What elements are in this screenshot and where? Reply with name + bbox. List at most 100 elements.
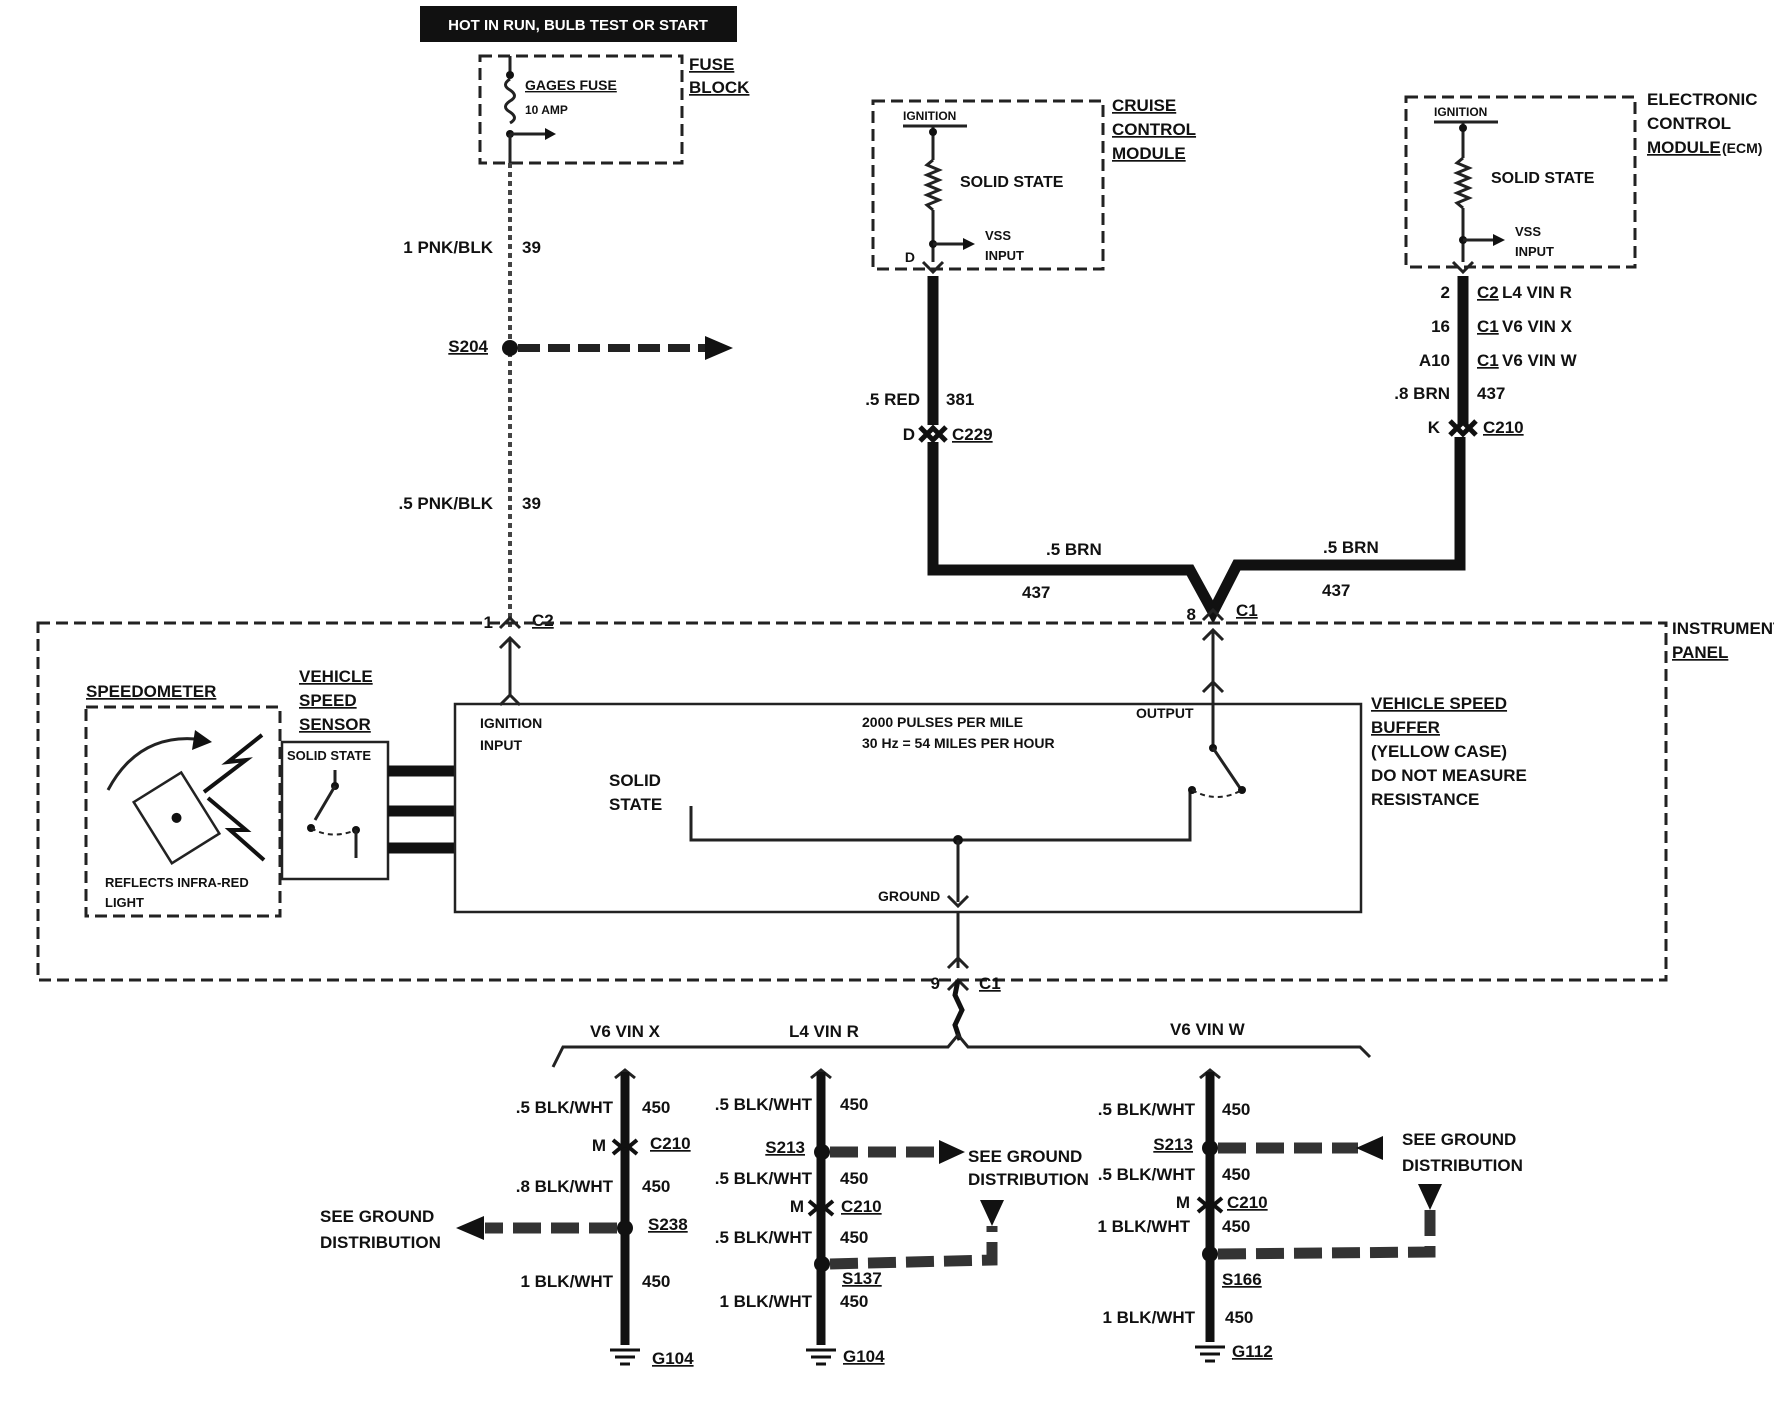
ecm-label-1: ELECTRONIC <box>1647 90 1758 109</box>
feed-wire-39: 1 PNK/BLK 39 S204 .5 PNK/BLK 39 1 C2 <box>399 163 733 707</box>
buffer-note-3: RESISTANCE <box>1371 790 1479 809</box>
c1-connector-bottom: C1 <box>979 974 1001 993</box>
cruise-label-2: CONTROL <box>1112 120 1196 139</box>
resistor-icon <box>1453 156 1473 210</box>
arrow-icon <box>1418 1184 1442 1210</box>
ground-branch-v6-vin-w: .5 BLK/WHT 450 S213 SEE GROUND DISTRIBUT… <box>1097 1068 1523 1363</box>
b3-conn-pin: M <box>1176 1193 1190 1212</box>
splice-s204-label: S204 <box>448 337 488 356</box>
vss-solid-state: SOLID STATE <box>287 748 371 763</box>
arrow-icon <box>939 1140 965 1164</box>
cruise-module-outline <box>871 99 1105 271</box>
ecm-solid-state: SOLID STATE <box>1491 170 1595 187</box>
b2-splice-b: S137 <box>842 1269 882 1288</box>
vss-label-3: SENSOR <box>299 715 371 734</box>
arrow-icon <box>545 128 556 140</box>
buffer-ignition-1: IGNITION <box>480 715 542 731</box>
b3-w3-circ: 450 <box>1222 1217 1250 1236</box>
feed-upper-size: 1 PNK/BLK <box>403 238 493 257</box>
b2-w1-circ: 450 <box>840 1095 868 1114</box>
connector-icon <box>918 425 948 444</box>
b1-conn-pin: M <box>592 1136 606 1155</box>
feed-lower-circuit: 39 <box>522 494 541 513</box>
buffer-ignition-2: INPUT <box>480 737 522 753</box>
b3-splice-b: S166 <box>1222 1270 1262 1289</box>
vss-output-wiring: .5 RED 381 D C229 2 C2 L4 VIN R 16 C1 V6… <box>865 276 1578 700</box>
infra-red-icon <box>202 733 264 794</box>
cruise-wire-size: .5 RED <box>865 390 920 409</box>
c229-connector: C229 <box>952 425 993 444</box>
b1-w3-size: 1 BLK/WHT <box>520 1272 613 1291</box>
speedometer-note-2: LIGHT <box>105 895 144 910</box>
ground-out: 9 C1 V6 VIN X L4 VIN R V6 VIN W <box>551 912 1372 1068</box>
ecm-conn-2: C1 <box>1477 317 1499 336</box>
switch-icon <box>1211 747 1242 789</box>
ground-symbol-icon <box>806 1348 836 1366</box>
ecm-label-3b: (ECM) <box>1722 140 1762 156</box>
b1-w3-circ: 450 <box>642 1272 670 1291</box>
ecm-pin-3: A10 <box>1419 351 1450 370</box>
b3-see-2: DISTRIBUTION <box>1402 1156 1523 1175</box>
connector-icon <box>1448 419 1478 438</box>
fuse-name: GAGES FUSE <box>525 77 617 93</box>
ecm-ignition: IGNITION <box>1434 105 1487 119</box>
cruise-pin: D <box>905 249 915 265</box>
speedometer-outline <box>84 705 282 918</box>
b2-connector: C210 <box>841 1197 882 1216</box>
ecm-wire-size: .8 BRN <box>1394 384 1450 403</box>
connector-icon <box>807 1199 835 1214</box>
feed-lower-size: .5 PNK/BLK <box>399 494 494 513</box>
cruise-label-1: CRUISE <box>1112 96 1176 115</box>
connector-icon <box>1201 607 1225 622</box>
feed-upper-circuit: 39 <box>522 238 541 257</box>
c1-connector-top: C1 <box>1236 601 1258 620</box>
arrow-icon <box>963 238 975 250</box>
ecm: IGNITION SOLID STATE VSS INPUT ELECTRONI… <box>1404 90 1762 275</box>
fuse-icon <box>504 77 516 125</box>
buffer-outline <box>453 702 1363 914</box>
b2-w4-size: 1 BLK/WHT <box>719 1292 812 1311</box>
arrow-icon <box>705 336 733 360</box>
buffer-ground: GROUND <box>878 888 940 904</box>
b3-w2-size: .5 BLK/WHT <box>1098 1165 1196 1184</box>
buffer-spec-2: 30 Hz = 54 MILES PER HOUR <box>862 735 1055 751</box>
connector-icon <box>611 1138 639 1153</box>
splice-s166 <box>1202 1246 1218 1262</box>
cruise-vss-2: INPUT <box>985 248 1024 263</box>
ecm-wire-circuit: 437 <box>1477 384 1505 403</box>
instrument-panel-outline <box>36 621 1668 982</box>
ground-symbol-icon <box>1195 1345 1225 1363</box>
ecm-outline <box>1404 95 1637 269</box>
speedometer-note-1: REFLECTS INFRA-RED <box>105 875 249 890</box>
brn-right-circuit: 437 <box>1322 581 1350 600</box>
buffer-note-2: DO NOT MEASURE <box>1371 766 1527 785</box>
ecm-label-2: CONTROL <box>1647 114 1731 133</box>
b1-connector: C210 <box>650 1134 691 1153</box>
b2-w2-circ: 450 <box>840 1169 868 1188</box>
speedometer-title: SPEEDOMETER <box>86 682 216 701</box>
buffer-output: OUTPUT <box>1136 705 1194 721</box>
splice-s137 <box>814 1256 830 1272</box>
splice-s213 <box>1202 1140 1218 1156</box>
splice-s213 <box>814 1144 830 1160</box>
buffer-label-1: VEHICLE SPEED <box>1371 694 1507 713</box>
b2-conn-pin: M <box>790 1197 804 1216</box>
c1-pin-9: 9 <box>931 974 940 993</box>
fuse-block-outline <box>478 54 684 165</box>
b1-w1-circ: 450 <box>642 1098 670 1117</box>
c210-pin: K <box>1428 418 1441 437</box>
b1-splice: S238 <box>648 1215 688 1234</box>
b1-ground: G104 <box>652 1349 694 1368</box>
b1-w1-size: .5 BLK/WHT <box>516 1098 614 1117</box>
cruise-solid-state: SOLID STATE <box>960 174 1064 191</box>
b2-w3-circ: 450 <box>840 1228 868 1247</box>
b3-w1-size: .5 BLK/WHT <box>1098 1100 1196 1119</box>
gauge-arc-icon <box>106 737 206 791</box>
fuse-block-label-2: BLOCK <box>689 78 750 97</box>
variant-label-2: V6 VIN W <box>1170 1020 1246 1039</box>
b2-see-2: DISTRIBUTION <box>968 1170 1089 1189</box>
cruise-vss-1: VSS <box>985 228 1011 243</box>
ecm-pin-2: 16 <box>1431 317 1450 336</box>
instrument-panel-label-1: INSTRUMENT <box>1672 619 1774 638</box>
